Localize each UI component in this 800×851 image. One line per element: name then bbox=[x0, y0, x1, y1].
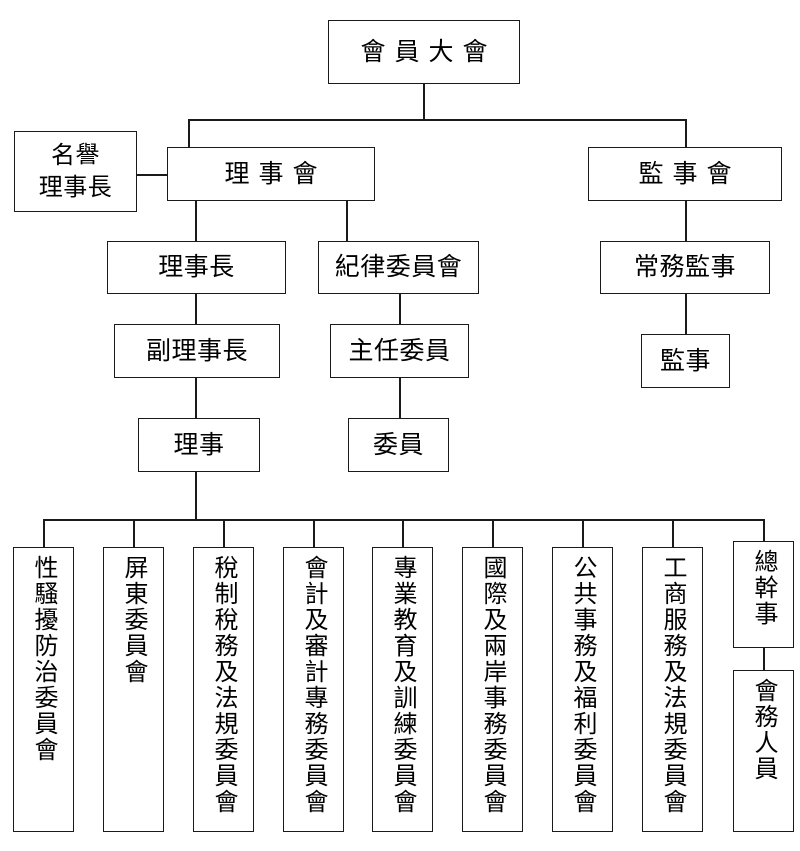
connector-bus-to-supervisors bbox=[685, 119, 687, 147]
connector-chief-to-member bbox=[399, 378, 401, 418]
connector-vice-to-director bbox=[195, 378, 197, 418]
connector-secretary-to-staff bbox=[763, 648, 765, 670]
connector-drop-1 bbox=[43, 519, 45, 547]
node-vice-chairman-label: 副理事長 bbox=[145, 335, 248, 365]
node-secretary-general-label: 總幹事 bbox=[749, 549, 778, 627]
connector-bus-row2 bbox=[188, 119, 686, 121]
connector-drop-6 bbox=[492, 519, 494, 547]
node-committee-label: 國際及兩岸事務委員會 bbox=[478, 555, 507, 815]
node-standing-supervisor-label: 常務監事 bbox=[633, 252, 736, 282]
node-director[interactable]: 理事 bbox=[138, 418, 260, 472]
node-chairman[interactable]: 理事長 bbox=[107, 241, 286, 294]
connector-board-to-chairman bbox=[195, 201, 197, 241]
node-committee-label: 專業教育及訓練委員會 bbox=[388, 555, 417, 815]
node-standing-supervisor[interactable]: 常務監事 bbox=[600, 241, 770, 294]
connector-director-to-bus bbox=[195, 472, 197, 520]
node-chief-committee-member-label: 主任委員 bbox=[348, 335, 451, 365]
node-committee-label: 稅制稅務及法規委員會 bbox=[209, 555, 238, 815]
node-disciplinary-committee-label: 紀律委員會 bbox=[334, 252, 463, 282]
node-staff[interactable]: 會務人員 bbox=[733, 670, 794, 832]
node-vice-chairman[interactable]: 副理事長 bbox=[114, 324, 280, 378]
node-supervisor[interactable]: 監事 bbox=[641, 334, 730, 388]
node-committee-international-and-cross-strait-affairs[interactable]: 國際及兩岸事務委員會 bbox=[462, 547, 523, 832]
node-board-of-supervisors[interactable]: 監事會 bbox=[588, 147, 782, 201]
node-committee-member[interactable]: 委員 bbox=[348, 418, 449, 472]
connector-disciplinary-to-chief bbox=[399, 294, 401, 324]
connector-drop-9 bbox=[763, 519, 765, 541]
node-committee-sexual-harassment-prevention[interactable]: 性騷擾防治委員會 bbox=[13, 547, 74, 832]
connector-chairman-to-vice bbox=[195, 294, 197, 324]
connector-standing-to-supervisor bbox=[685, 294, 687, 334]
node-staff-label: 會務人員 bbox=[749, 678, 778, 782]
node-committee-label: 公共事務及福利委員會 bbox=[568, 555, 597, 815]
node-board-of-directors[interactable]: 理事會 bbox=[167, 147, 375, 201]
connector-honorary-to-board bbox=[136, 174, 169, 176]
node-disciplinary-committee[interactable]: 紀律委員會 bbox=[318, 241, 479, 294]
node-general-assembly[interactable]: 會員大會 bbox=[328, 20, 520, 84]
node-committee-member-label: 委員 bbox=[372, 429, 424, 459]
connector-bus-to-board bbox=[188, 119, 190, 147]
node-honorary-chairman[interactable]: 名譽 理事長 bbox=[14, 131, 137, 212]
node-committee-professional-education-and-training[interactable]: 專業教育及訓練委員會 bbox=[372, 547, 433, 832]
node-committee-label: 會計及審計專務委員會 bbox=[299, 555, 328, 815]
node-committee-pingtung[interactable]: 屏東委員會 bbox=[103, 547, 164, 832]
node-committee-label: 性騷擾防治委員會 bbox=[29, 555, 58, 763]
node-director-label: 理事 bbox=[173, 429, 225, 459]
connector-supervisors-to-standing bbox=[685, 201, 687, 241]
node-committee-label: 屏東委員會 bbox=[119, 555, 148, 685]
node-general-assembly-label: 會員大會 bbox=[360, 36, 497, 66]
connector-drop-8 bbox=[672, 519, 674, 547]
node-committee-tax-system-and-regulations[interactable]: 稅制稅務及法規委員會 bbox=[193, 547, 254, 832]
node-committee-public-affairs-and-welfare[interactable]: 公共事務及福利委員會 bbox=[552, 547, 613, 832]
node-supervisor-label: 監事 bbox=[659, 345, 711, 375]
connector-drop-2 bbox=[133, 519, 135, 547]
connector-drop-7 bbox=[582, 519, 584, 547]
node-chief-committee-member[interactable]: 主任委員 bbox=[330, 324, 469, 378]
node-chairman-label: 理事長 bbox=[158, 252, 235, 282]
node-honorary-chairman-label: 名譽 理事長 bbox=[38, 140, 113, 201]
connector-drop-4 bbox=[313, 519, 315, 547]
connector-drop-3 bbox=[223, 519, 225, 547]
node-board-of-supervisors-label: 監事會 bbox=[638, 158, 741, 188]
connector-drop-5 bbox=[402, 519, 404, 547]
connector-assembly-down bbox=[423, 84, 425, 120]
node-board-of-directors-label: 理事會 bbox=[224, 158, 327, 188]
node-committee-accounting-and-audit-affairs[interactable]: 會計及審計專務委員會 bbox=[283, 547, 344, 832]
connector-board-to-disciplinary bbox=[346, 201, 348, 241]
node-secretary-general[interactable]: 總幹事 bbox=[733, 541, 794, 648]
node-committee-business-service-and-regulations[interactable]: 工商服務及法規委員會 bbox=[642, 547, 703, 832]
node-committee-label: 工商服務及法規委員會 bbox=[658, 555, 687, 815]
